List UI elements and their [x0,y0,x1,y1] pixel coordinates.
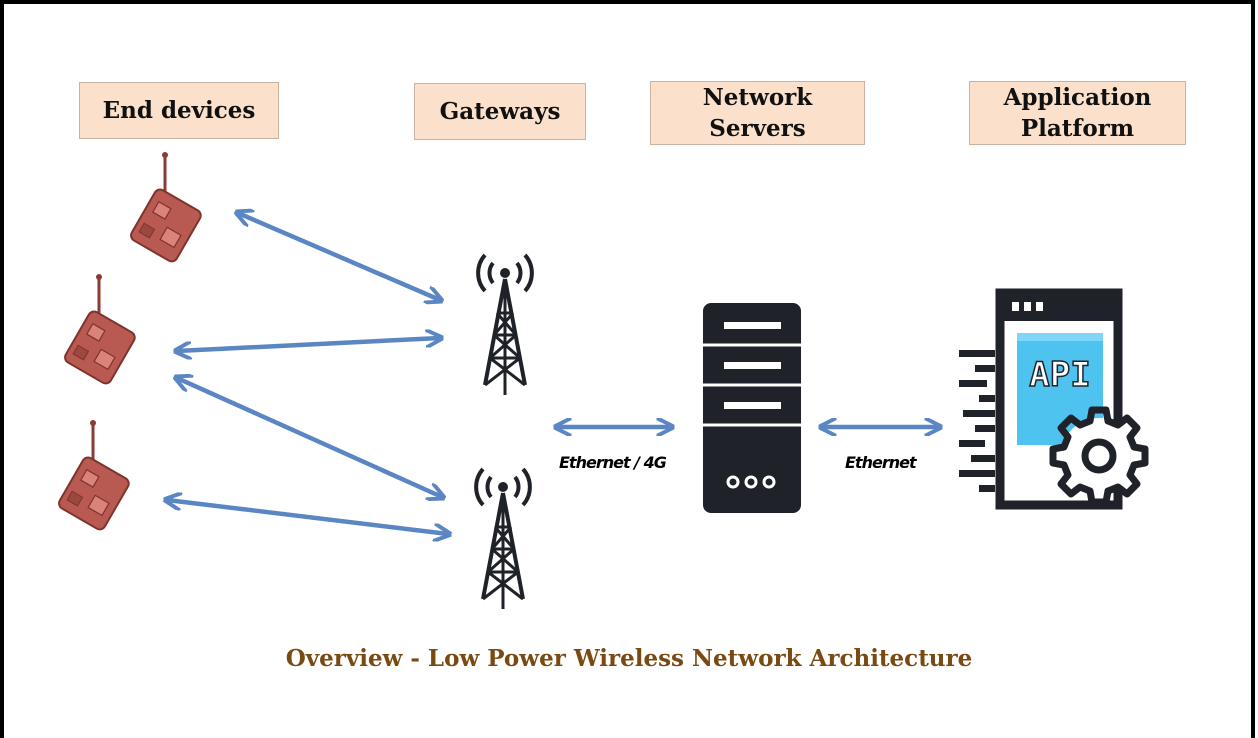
end-device-icon [55,418,133,534]
end-device-icon [61,272,139,388]
header-gateways: Gateways [414,83,586,140]
header-end-devices: End devices [79,82,279,139]
link-label-ethernet-4g: Ethernet / 4G [559,453,667,472]
gateway-tower-icon [474,467,532,611]
arrow-device1-gateway1 [238,213,440,300]
gear-icon [1049,406,1149,506]
header-network-servers-line1: Network [702,84,813,111]
server-icon [703,303,801,513]
arrow-device2-gateway2 [177,378,442,497]
link-label-ethernet: Ethernet [845,453,917,472]
diagram-caption: Overview - Low Power Wireless Network Ar… [285,645,973,672]
arrows [167,213,939,534]
api-label: API [1029,355,1090,395]
arrow-device2-gateway1 [177,338,440,351]
header-application-platform: Application Platform [969,81,1186,145]
arrow-device3-gateway2 [167,500,448,534]
header-gateways-label: Gateways [439,98,561,125]
gateway-tower-icon [476,253,534,397]
header-application-platform-line2: Platform [1020,115,1135,142]
header-network-servers: Network Servers [650,81,865,145]
header-network-servers-line2: Servers [709,115,806,142]
header-end-devices-label: End devices [102,97,256,124]
api-platform-icon: API [959,288,1149,510]
end-device-icon [127,150,205,266]
header-application-platform-line1: Application [1003,84,1152,111]
